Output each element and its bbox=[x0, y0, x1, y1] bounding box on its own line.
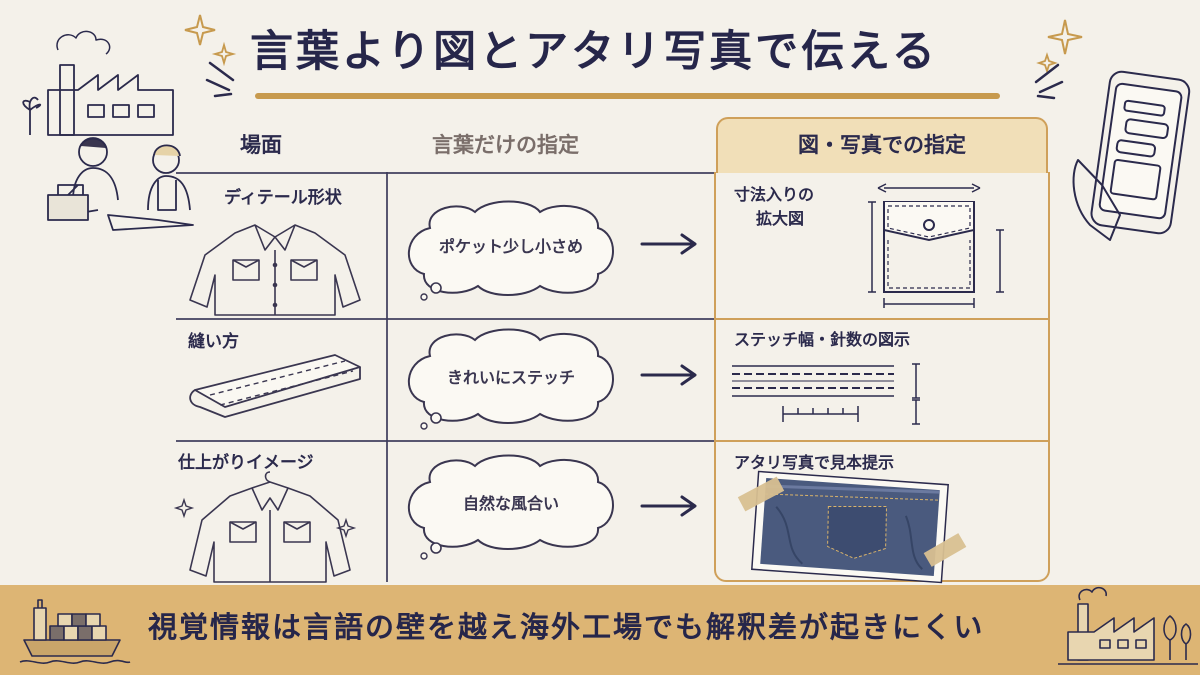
factory-workers-illustration bbox=[22, 30, 194, 231]
thought-cloud bbox=[408, 200, 614, 301]
table-divider bbox=[176, 440, 714, 442]
stitch-width-diagram bbox=[732, 363, 920, 425]
thought-cloud bbox=[408, 328, 614, 430]
table-divider bbox=[716, 440, 1048, 442]
page-title: 言葉より図とアタリ写真で伝える bbox=[250, 27, 938, 77]
figure-column-header-bg bbox=[716, 117, 1048, 173]
sparkle-icon bbox=[1036, 19, 1083, 74]
figure-spec-text: ステッチ幅・針数の図示 bbox=[734, 330, 911, 349]
title-underline bbox=[255, 93, 1000, 99]
sparkle-icon bbox=[184, 14, 237, 67]
footer-message: 視覚情報は言語の壁を越え海外工場でも解釈差が起きにくい bbox=[148, 610, 985, 644]
figure-column-frame bbox=[714, 172, 1050, 582]
emphasis-lines-icon bbox=[205, 61, 235, 98]
folded-fabric-illustration bbox=[189, 354, 361, 418]
arrow-right-icon bbox=[640, 495, 697, 517]
arrow-right-icon bbox=[640, 233, 697, 255]
words-spec-text: 自然な風合い bbox=[462, 494, 559, 513]
table-divider bbox=[176, 318, 714, 320]
jacket-on-hanger-illustration bbox=[173, 471, 357, 583]
thought-cloud bbox=[408, 454, 614, 560]
emphasis-lines-icon bbox=[1034, 63, 1064, 100]
words-spec-text: きれいにステッチ bbox=[446, 368, 575, 387]
factory-icon bbox=[1058, 586, 1198, 665]
smartphone-illustration bbox=[1072, 70, 1191, 241]
pocket-dimension-diagram bbox=[868, 183, 1004, 308]
words-spec-text: ポケット少し小さめ bbox=[438, 237, 583, 256]
column-header-figure-photo: 図・写真での指定 bbox=[798, 133, 966, 157]
cargo-ship-icon bbox=[19, 599, 131, 664]
arrow-right-icon bbox=[640, 364, 697, 386]
row-scene-detail-shape: ディテール形状 bbox=[224, 188, 342, 208]
column-header-scene: 場面 bbox=[240, 133, 282, 157]
column-divider bbox=[386, 172, 388, 582]
jacket-illustration bbox=[189, 224, 361, 316]
table-divider bbox=[716, 318, 1048, 320]
denim-reference-photo bbox=[737, 470, 967, 584]
figure-spec-text: アタリ写真で見本提示 bbox=[734, 453, 895, 472]
table-divider bbox=[176, 172, 714, 174]
figure-spec-text-line1: 寸法入りの bbox=[734, 185, 815, 204]
column-header-words-only: 言葉だけの指定 bbox=[432, 133, 579, 157]
figure-spec-text-line2: 拡大図 bbox=[756, 209, 805, 228]
row-scene-sewing-method: 縫い方 bbox=[188, 332, 239, 352]
row-scene-finish-image: 仕上がりイメージ bbox=[178, 453, 314, 473]
bottom-banner bbox=[0, 585, 1200, 675]
